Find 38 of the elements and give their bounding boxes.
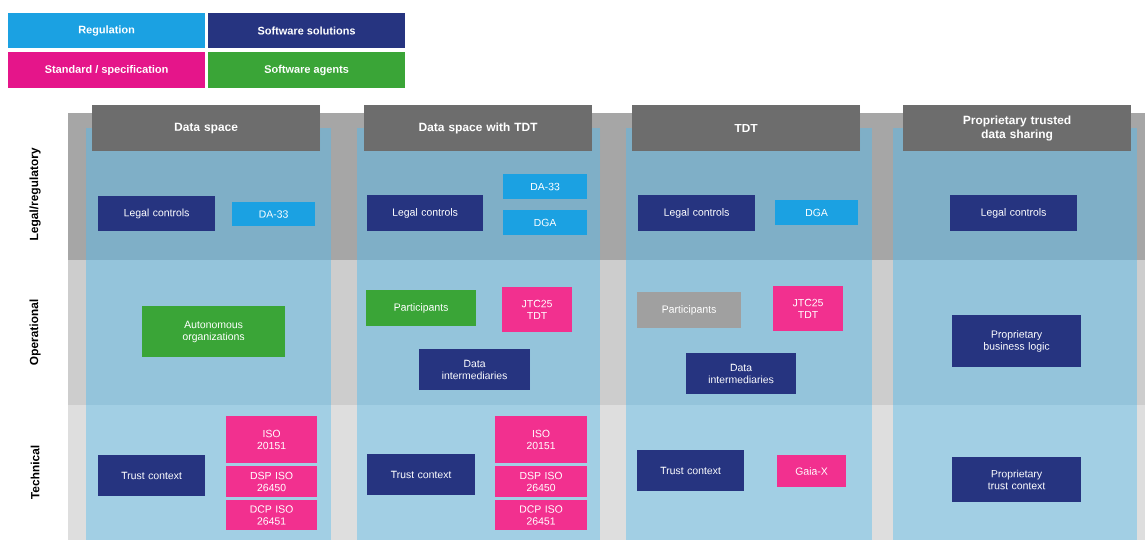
category-box: Data intermediaries	[686, 353, 796, 394]
category-box: ISO 20151	[226, 416, 317, 463]
category-box: Trust context	[98, 455, 205, 496]
category-box: JTC25 TDT	[773, 286, 843, 331]
category-box: DGA	[775, 200, 858, 225]
category-box: Proprietary business logic	[952, 315, 1081, 367]
category-box: Legal controls	[950, 195, 1077, 231]
category-box: Participants	[366, 290, 476, 326]
category-box: DA-33	[232, 202, 315, 226]
category-box: DCP ISO 26451	[226, 500, 317, 530]
category-box: Participants	[637, 292, 741, 328]
category-box: DSP ISO 26450	[226, 466, 317, 497]
category-box: Data intermediaries	[419, 349, 530, 390]
category-box: Legal controls	[367, 195, 483, 231]
legend-item: Software solutions	[208, 13, 405, 48]
category-box: DCP ISO 26451	[495, 500, 587, 530]
column-header: Data space	[92, 105, 320, 151]
row-label: Operational	[29, 299, 41, 365]
legend-item: Software agents	[208, 52, 405, 88]
category-box: Legal controls	[98, 196, 215, 231]
row-label: Technical	[30, 445, 40, 499]
category-box: Gaia-X	[777, 455, 846, 487]
category-box: JTC25 TDT	[502, 287, 572, 332]
category-box: DA-33	[503, 174, 587, 199]
category-box: Proprietary trust context	[952, 457, 1081, 502]
row-label: Legal/regulatory	[29, 147, 41, 240]
category-box: ISO 20151	[495, 416, 587, 463]
category-box: Trust context	[367, 454, 475, 495]
legend-item: Regulation	[8, 13, 205, 48]
category-box: Trust context	[637, 450, 744, 491]
column-header: Proprietary trusted data sharing	[903, 105, 1131, 151]
category-box: Legal controls	[638, 195, 755, 231]
column-header: TDT	[632, 105, 860, 151]
category-box: DSP ISO 26450	[495, 466, 587, 497]
category-box: Autonomous organizations	[142, 306, 285, 357]
legend-item: Standard / specification	[8, 52, 205, 88]
column-header: Data space with TDT	[364, 105, 592, 151]
category-box: DGA	[503, 210, 587, 235]
